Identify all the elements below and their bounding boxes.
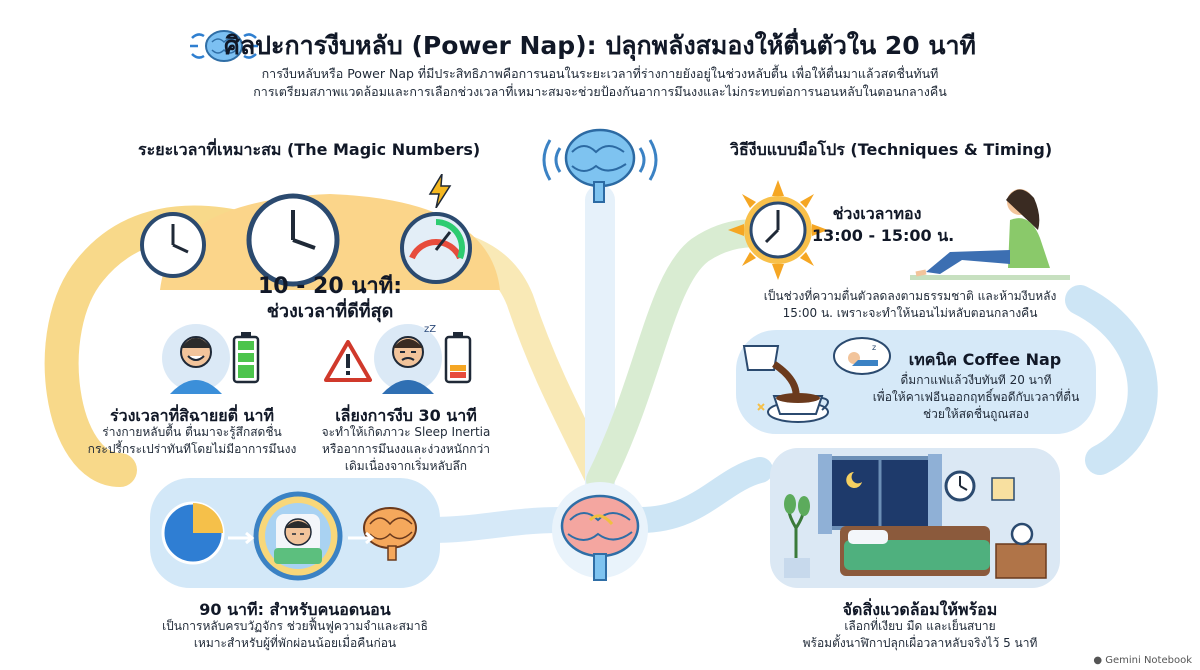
avoid-duration-line-1: จะทำให้เกิดภาวะ Sleep Inertia xyxy=(321,425,491,439)
happy-person-icon xyxy=(160,322,232,398)
svg-text:zZ: zZ xyxy=(424,324,436,335)
avoid-duration-line-3: เดิมเนื่องจากเริ่มหลับลึก xyxy=(344,459,468,473)
camera-icon: ● xyxy=(1093,655,1106,666)
relaxing-woman-icon xyxy=(910,180,1070,284)
lightning-icon xyxy=(428,173,452,212)
coffee-nap-line-2: เพื่อให้คาเฟอีนออกฤทธิ์พอดีกับเวลาที่ตื่… xyxy=(872,390,1080,404)
good-duration-heading: ร่วงเวลาที่สิฉายยตี่ นาที xyxy=(109,406,274,425)
pie-timer-icon xyxy=(158,498,228,572)
bedroom-icon xyxy=(770,448,1060,592)
footer-label: ● Gemini Notebook xyxy=(1093,655,1192,666)
clock-icon-small xyxy=(138,210,208,284)
environment-line-2: พร้อมตั้งนาฬิกาปลุกเผื่อวลาหลับจริงไว้ 5… xyxy=(802,636,1038,650)
brain-color-icon xyxy=(358,500,422,568)
coffee-nap-line-3: ช่วยให้สดชื่นถูณสอง xyxy=(923,407,1029,421)
golden-hour-line-1: เป็นช่วงที่ความตื่นตัวลดลงตามธรรมชาติ แล… xyxy=(763,289,1057,303)
coffee-nap-line-1: ดื่มกาแฟแล้วงีบทันที 20 นาที xyxy=(900,373,1052,387)
golden-hour-time: 13:00 - 15:00 น. xyxy=(812,226,955,245)
battery-low-icon xyxy=(444,332,472,388)
cycle-arrows xyxy=(226,528,376,552)
right-section-title: วิธีงีบแบบมือโปร (Techniques & Timing) xyxy=(730,140,1053,159)
cycle-duration-line-1: เป็นการหลับครบวัฏจักร ช่วยฟื้นฟูความจำแล… xyxy=(162,619,428,633)
environment-heading: จัดสิ่งแวดล้อมให้พร้อม xyxy=(842,600,998,619)
dream-bubble-icon: z xyxy=(832,336,892,384)
avoid-duration-line-2: หรืออาการมึนงงและง่วงหนักกว่า xyxy=(322,442,490,456)
gauge-icon xyxy=(398,210,474,290)
best-duration-subheading: ช่วงเวลาที่ดีที่สุด xyxy=(266,301,394,322)
best-duration-heading: 10 - 20 นาที: xyxy=(257,274,403,299)
good-duration-line-2: กระปรี้กระเปร่าทันทีโดยไม่มีอาการมึนงง xyxy=(87,442,297,456)
warning-icon xyxy=(324,340,372,386)
environment-line-1: เลือกที่เงียบ มืด และเย็นสบาย xyxy=(844,619,996,633)
cycle-duration-line-2: เหมาะสำหรับผู้ที่พักผ่อนน้อยเมื่อคืนก่อน xyxy=(193,636,397,650)
subtitle-line-2: การเตรียมสภาพแวดล้อมและการเลือกช่วงเวลาท… xyxy=(253,84,947,99)
subtitle-line-1: การงีบหลับหรือ Power Nap ที่มีประสิทธิภา… xyxy=(261,66,939,81)
svg-text:z: z xyxy=(872,343,876,352)
center-bottom-brain-icon xyxy=(540,480,660,594)
clock-icon-large xyxy=(245,192,341,292)
battery-full-icon xyxy=(232,332,260,388)
cycle-duration-heading: 90 นาที: สำหรับคนอดนอน xyxy=(199,600,391,619)
left-section-title: ระยะเวลาที่เหมาะสม (The Magic Numbers) xyxy=(138,140,481,159)
footer-text: Gemini Notebook xyxy=(1105,655,1192,666)
golden-hour-line-2: 15:00 น. เพราะจะทำให้นอนไม่หลับตอนกลางคื… xyxy=(782,306,1038,320)
coffee-nap-heading: เทคนิค Coffee Nap xyxy=(908,350,1062,369)
sun-clock-icon xyxy=(728,180,828,284)
avoid-duration-heading: เลี่ยงการงีบ 30 นาที xyxy=(335,406,477,425)
good-duration-line-1: ร่างกายหลับตื้น ตื่นมาจะรู้สึกสดชื่น xyxy=(102,425,282,439)
center-brain-icon xyxy=(530,110,670,214)
page-title: ศิลปะการงีบหลับ (Power Nap): ปลุกพลังสมอ… xyxy=(223,31,977,60)
coffee-cup-icon xyxy=(738,340,848,434)
sleeping-face-icon xyxy=(252,490,344,586)
tired-person-icon: zZ xyxy=(372,322,444,398)
header-brain-icon xyxy=(186,22,262,74)
golden-hour-heading: ช่วงเวลาทอง xyxy=(832,204,922,223)
